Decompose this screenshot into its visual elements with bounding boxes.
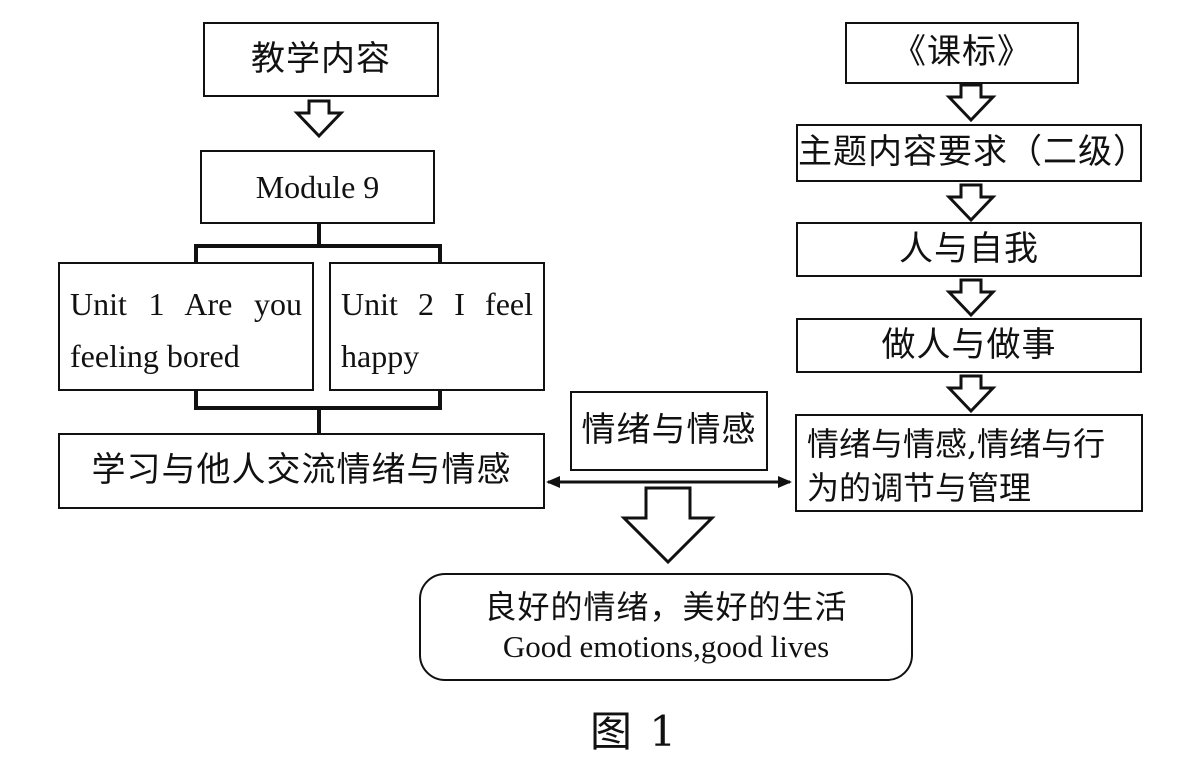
theme-requirement-box: 主题内容要求（二级）	[796, 124, 1148, 182]
conduct-label: 做人与做事	[881, 324, 1057, 365]
figure-caption: 图 1	[590, 707, 679, 756]
curriculum-standard-label: 《课标》	[892, 32, 1032, 73]
goal-line-cn: 良好的情绪，美好的生活	[484, 587, 848, 626]
module-box: Module 9	[200, 150, 435, 224]
teaching-content-label: 教学内容	[251, 38, 391, 79]
arrow-to-goal	[620, 486, 716, 565]
unit1-line2: feeling bored	[70, 338, 240, 374]
emotion-regulation-line2: 为的调节与管理	[807, 469, 1032, 507]
unit1-box: Unit 1 Are you feeling bored	[58, 262, 314, 391]
teaching-content-box: 教学内容	[203, 22, 439, 97]
module-label: Module 9	[255, 168, 380, 205]
self-box: 人与自我	[796, 222, 1142, 277]
conduct-box: 做人与做事	[796, 318, 1142, 373]
emotion-regulation-line1: 情绪与情感,情绪与行	[807, 425, 1106, 463]
bracket-module-to-units	[194, 224, 442, 262]
arrow-requirement-to-self	[945, 183, 997, 223]
goal-box: 良好的情绪，美好的生活 Good emotions,good lives	[419, 573, 913, 681]
arrow-content-to-module	[293, 99, 345, 139]
self-label: 人与自我	[899, 228, 1039, 269]
unit2-line1: Unit 2 I feel	[341, 286, 533, 322]
summary-box: 学习与他人交流情绪与情感	[58, 433, 545, 509]
curriculum-standard-box: 《课标》	[845, 22, 1079, 84]
unit1-line1: Unit 1 Are you	[70, 286, 302, 322]
bracket-units-to-summary	[194, 391, 442, 433]
goal-line-en: Good emotions,good lives	[502, 629, 830, 665]
unit2-line2: happy	[341, 338, 420, 374]
unit2-box: Unit 2 I feel happy	[329, 262, 545, 391]
arrow-conduct-to-emotion	[945, 374, 997, 414]
theme-requirement-label: 主题内容要求（二级）	[798, 132, 1148, 173]
arrow-standard-to-requirement	[945, 83, 997, 123]
emotion-center-label: 情绪与情感	[581, 410, 757, 451]
arrow-self-to-conduct	[945, 278, 997, 318]
emotion-center-box: 情绪与情感	[570, 391, 768, 471]
summary-label: 学习与他人交流情绪与情感	[91, 450, 512, 491]
emotion-regulation-box: 情绪与情感,情绪与行 为的调节与管理	[795, 414, 1143, 512]
